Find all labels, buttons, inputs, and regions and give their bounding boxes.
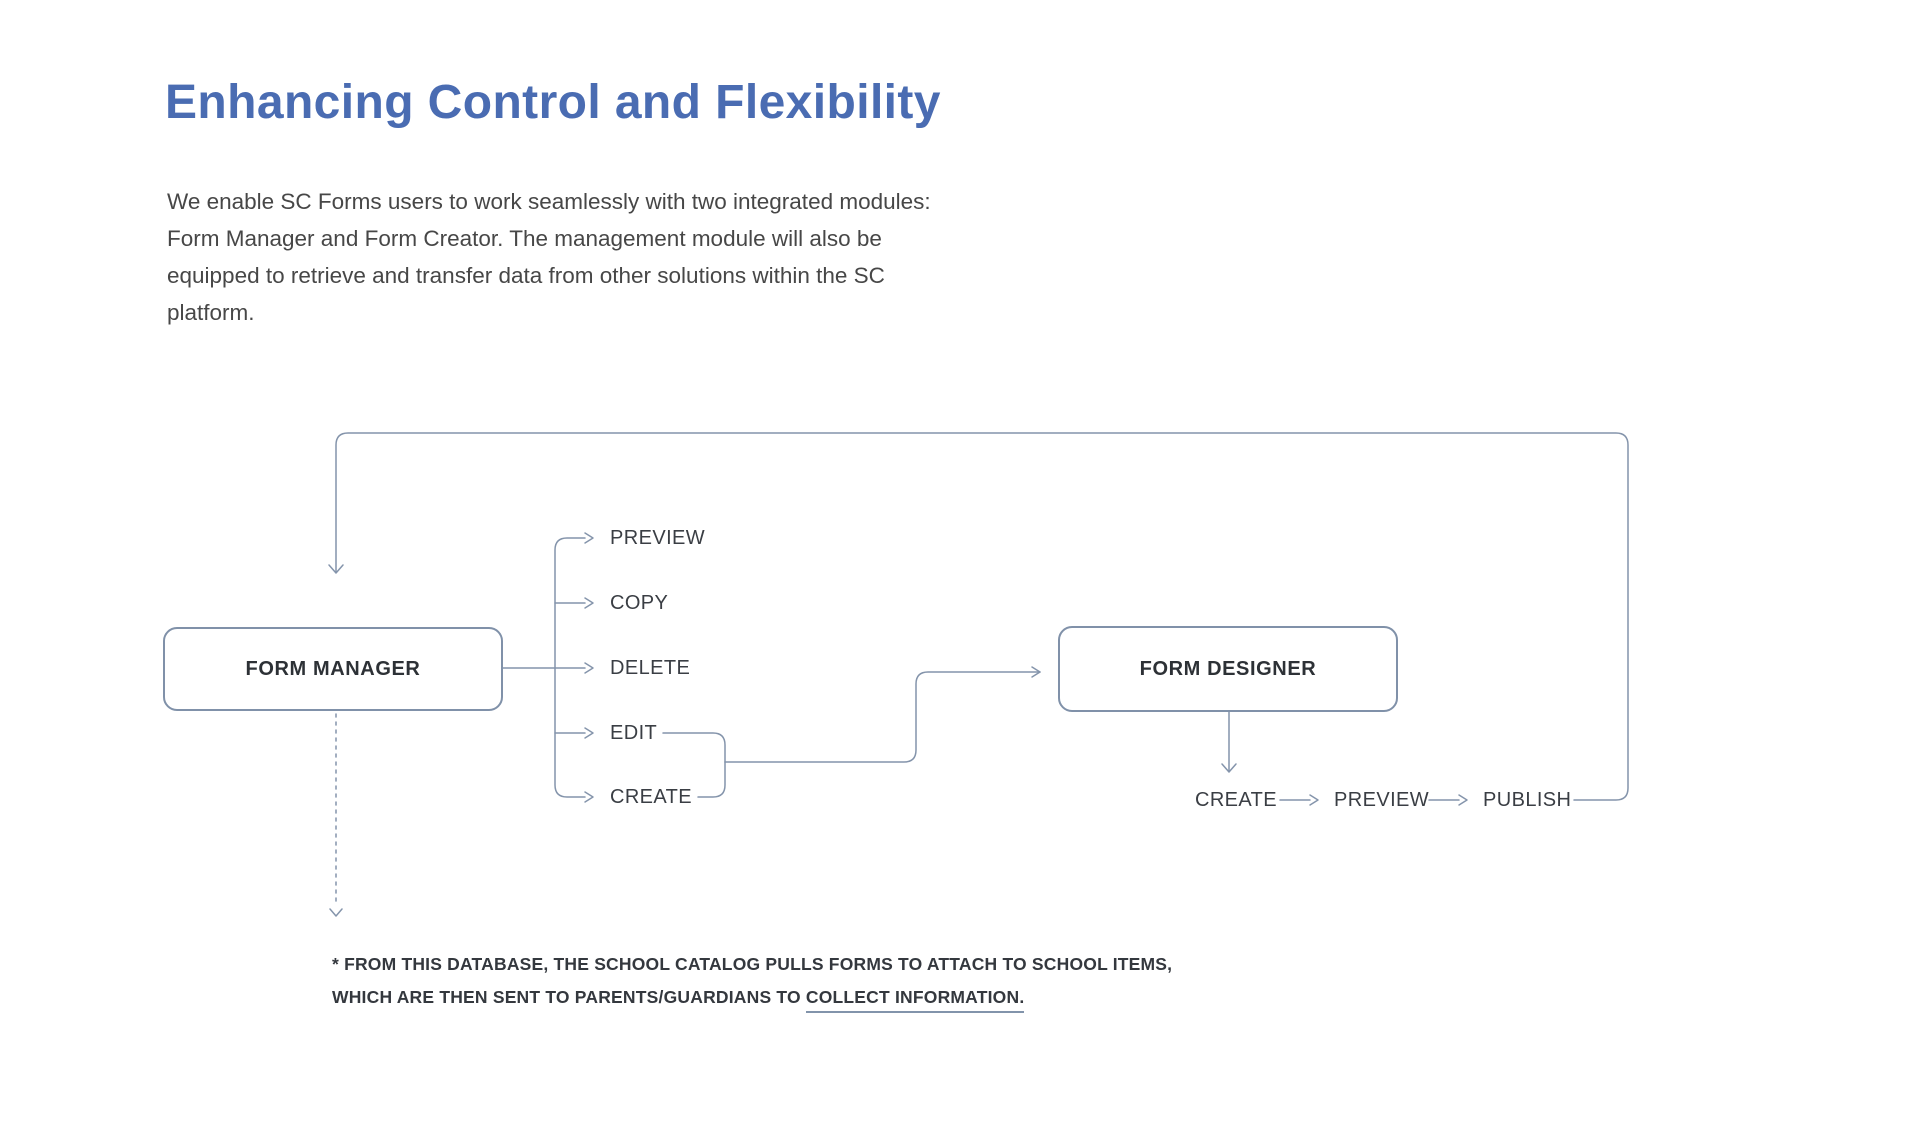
- form-manager-label: FORM MANAGER: [245, 657, 421, 680]
- page-title: Enhancing Control and Flexibility: [165, 76, 941, 129]
- intro-paragraph: We enable SC Forms users to work seamles…: [167, 183, 931, 331]
- designer-action-preview: PREVIEW: [1334, 789, 1430, 811]
- intro-line: platform.: [167, 300, 255, 325]
- arrowhead-create-icon: [584, 791, 594, 803]
- arrowhead-down-loop-icon: [328, 564, 344, 574]
- footnote-line-1: * FROM THIS DATABASE, THE SCHOOL CATALOG…: [332, 954, 1173, 974]
- manager-action-edit: EDIT: [610, 722, 658, 744]
- form-manager-node: FORM MANAGER: [163, 627, 503, 711]
- connector-merge-to-designer: [724, 671, 1041, 763]
- form-designer-label: FORM DESIGNER: [1139, 657, 1317, 680]
- arrowhead-designer-icon: [1031, 666, 1041, 678]
- designer-action-create: CREATE: [1195, 789, 1278, 811]
- connector-publish-to-manager-loop: [335, 432, 1629, 801]
- connector-edit-merge: [662, 732, 726, 763]
- connector-create-merge: [697, 761, 726, 798]
- intro-line: We enable SC Forms users to work seamles…: [167, 189, 931, 214]
- footnote-line-2: WHICH ARE THEN SENT TO PARENTS/GUARDIANS…: [332, 981, 1172, 1014]
- arrowhead-dashed-down-icon: [329, 908, 343, 917]
- manager-action-preview: PREVIEW: [610, 527, 706, 549]
- arrowhead-delete-icon: [584, 662, 594, 674]
- arrowhead-edit-icon: [584, 727, 594, 739]
- arrowhead-preview-icon: [584, 532, 594, 544]
- arrowhead-row-preview-icon: [1309, 794, 1319, 806]
- manager-action-delete: DELETE: [610, 657, 691, 679]
- footnote-line-2-text: WHICH ARE THEN SENT TO PARENTS/GUARDIANS…: [332, 987, 806, 1007]
- designer-action-publish: PUBLISH: [1483, 789, 1572, 811]
- manager-action-create: CREATE: [610, 786, 693, 808]
- intro-line: equipped to retrieve and transfer data f…: [167, 263, 885, 288]
- intro-line: Form Manager and Form Creator. The manag…: [167, 226, 882, 251]
- footnote-underlined-text: COLLECT INFORMATION.: [805, 987, 1025, 1013]
- arrowhead-copy-icon: [584, 597, 594, 609]
- arrowhead-designer-create-icon: [1221, 763, 1237, 773]
- arrowhead-row-publish-icon: [1458, 794, 1468, 806]
- form-designer-node: FORM DESIGNER: [1058, 626, 1398, 712]
- manager-action-copy: COPY: [610, 592, 669, 614]
- footnote: * FROM THIS DATABASE, THE SCHOOL CATALOG…: [332, 948, 1172, 1014]
